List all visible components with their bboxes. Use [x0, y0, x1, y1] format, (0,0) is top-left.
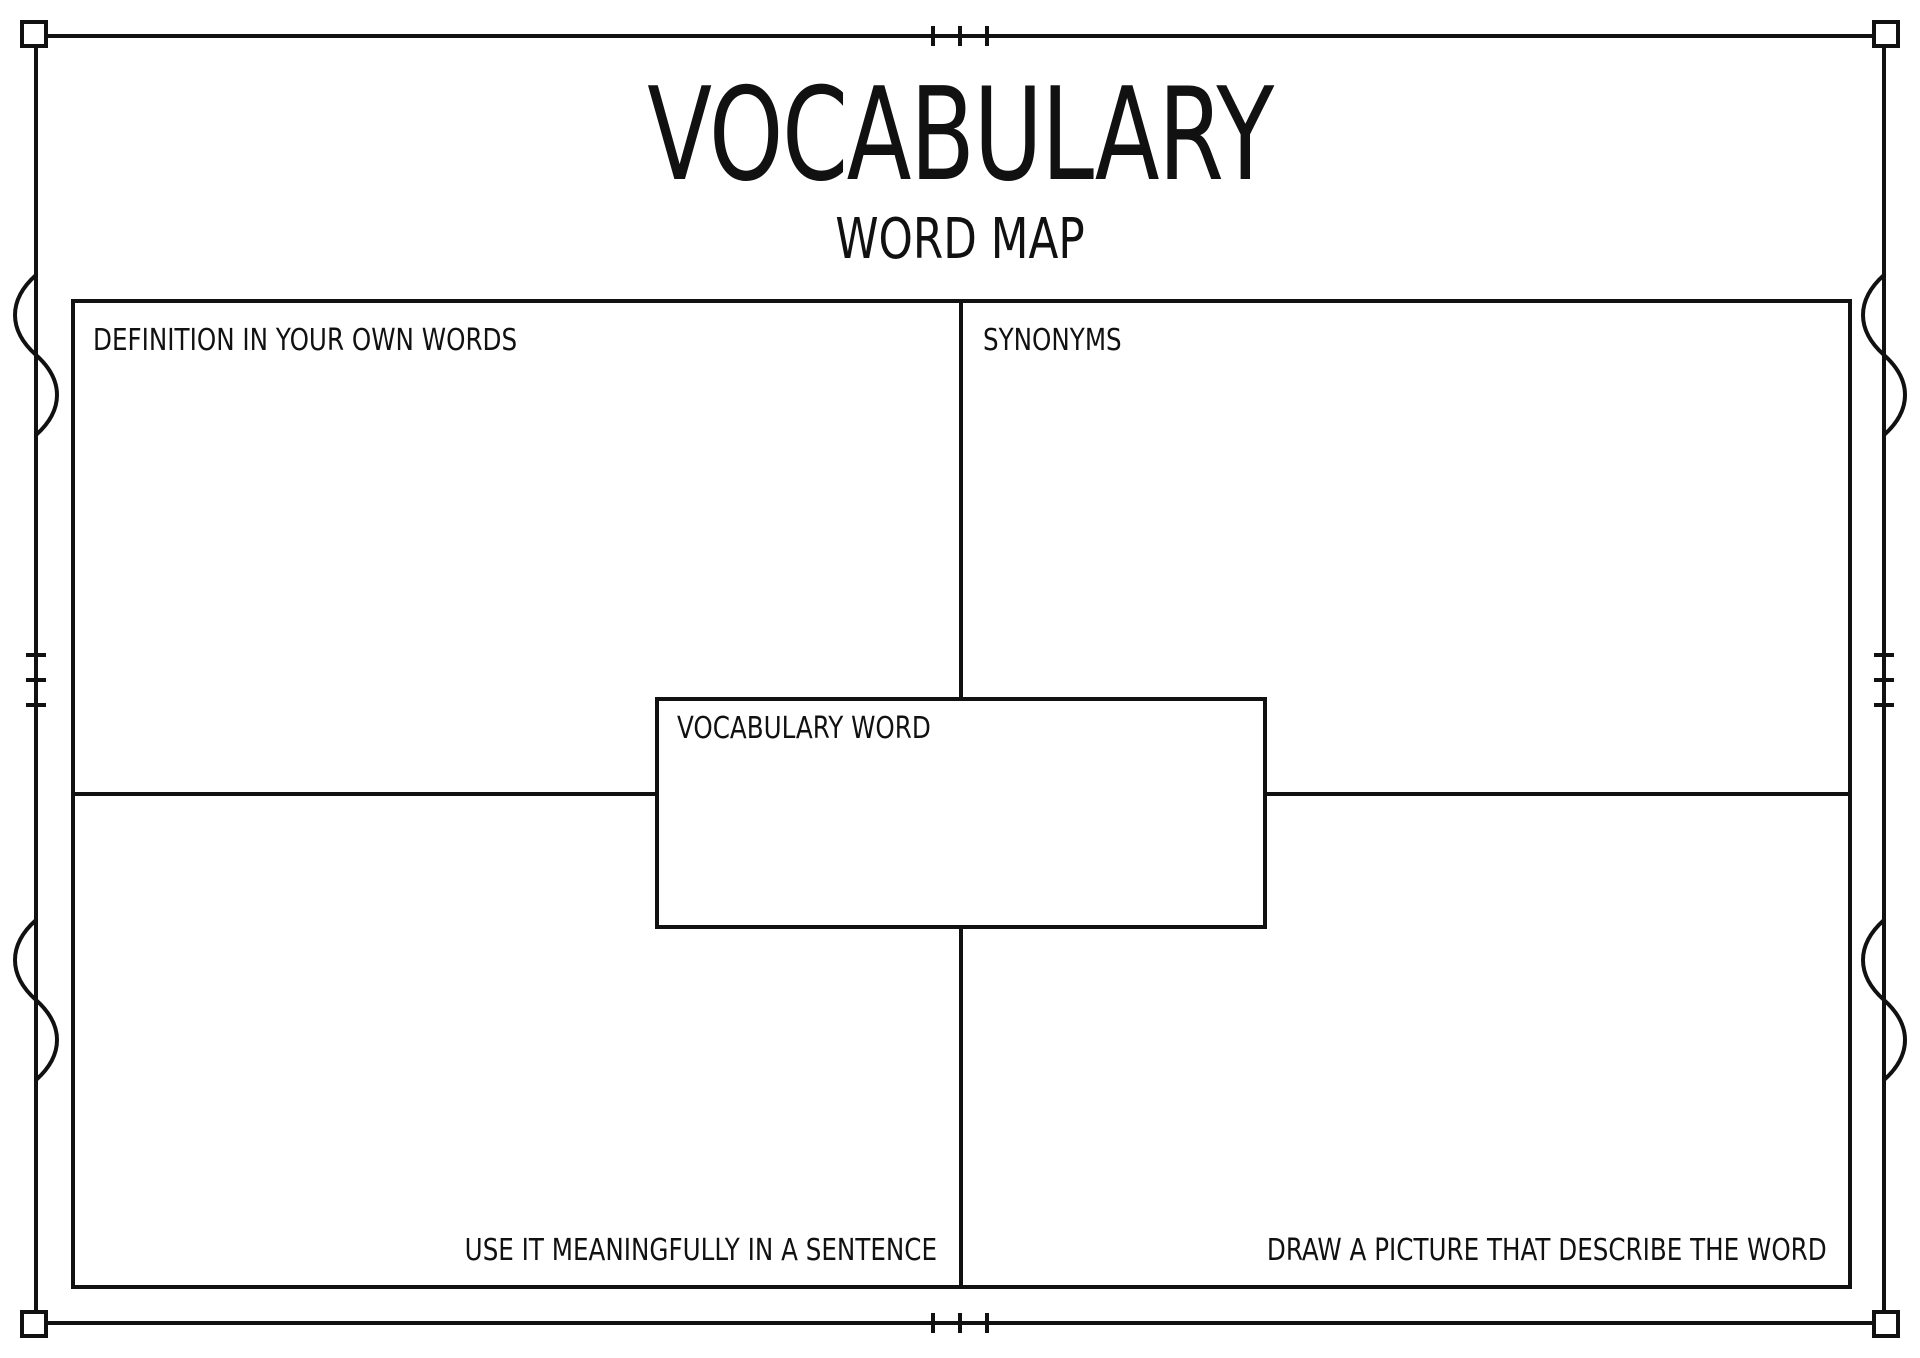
synonyms-label: SYNONYMS — [983, 323, 1122, 358]
corner-square-bl — [20, 1310, 48, 1338]
left-ticks — [26, 653, 46, 707]
bottom-ticks — [931, 1313, 989, 1333]
wave-left-upper — [13, 273, 59, 437]
wave-left-lower — [13, 918, 59, 1082]
corner-square-tr — [1872, 20, 1900, 48]
picture-label: DRAW A PICTURE THAT DESCRIBE THE WORD — [1267, 1233, 1827, 1268]
vocabulary-word-label: VOCABULARY WORD — [677, 711, 931, 746]
wave-right-upper — [1861, 273, 1907, 437]
corner-square-br — [1872, 1310, 1900, 1338]
center-word-box — [655, 697, 1267, 929]
corner-square-tl — [20, 20, 48, 48]
right-ticks — [1874, 653, 1894, 707]
wave-right-lower — [1861, 918, 1907, 1082]
definition-label: DEFINITION IN YOUR OWN WORDS — [93, 323, 518, 358]
page-title: VOCABULARY — [647, 61, 1274, 210]
top-ticks — [931, 26, 989, 46]
page-subtitle: WORD MAP — [835, 207, 1085, 272]
sentence-label: USE IT MEANINGFULLY IN A SENTENCE — [464, 1233, 937, 1268]
